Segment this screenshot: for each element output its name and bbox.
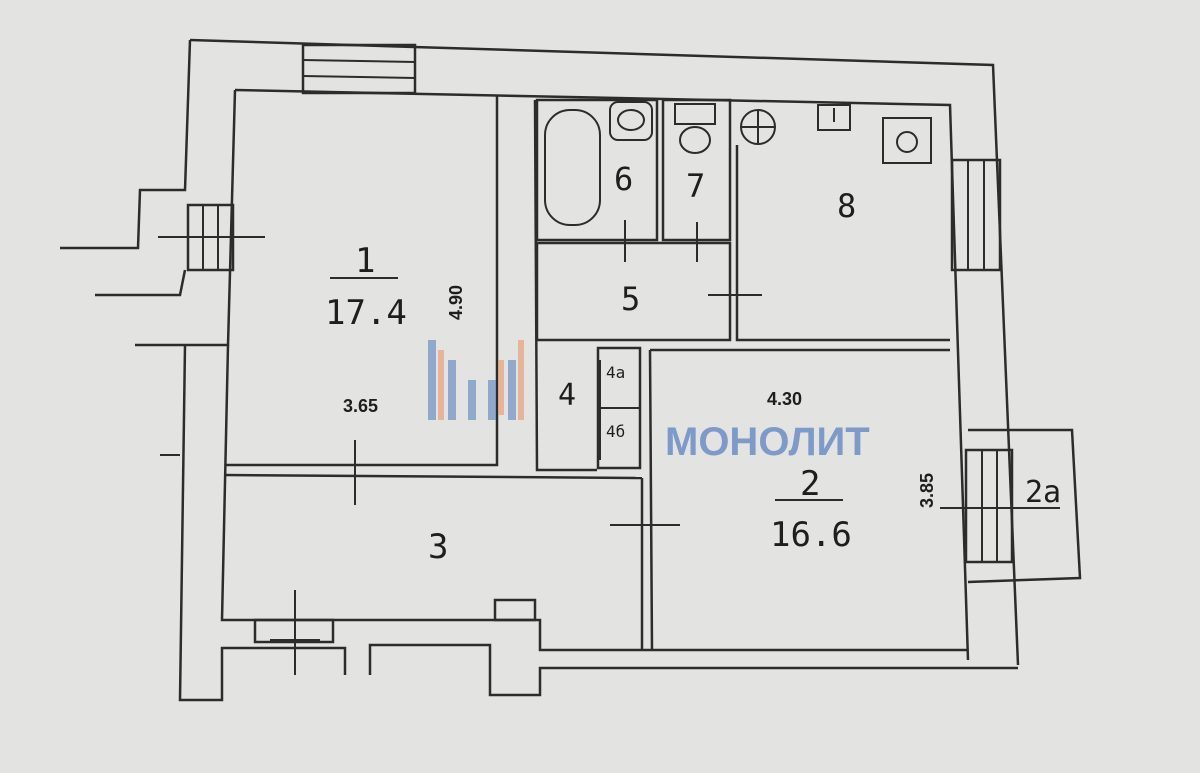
watermark-text: МОНОЛИТ bbox=[665, 420, 870, 464]
room-number: 2 bbox=[800, 464, 820, 504]
interior-walls bbox=[224, 95, 950, 651]
room-4a-number: 4а bbox=[606, 363, 625, 382]
room-number: 1 bbox=[355, 241, 375, 281]
sink-icon bbox=[609, 101, 653, 141]
room-length: 4.30 bbox=[767, 389, 802, 409]
room-2: 2 16.6 4.30 3.85 bbox=[767, 389, 937, 555]
room-area: 16.6 bbox=[770, 515, 852, 555]
room-1: 1 17.4 4.90 3.65 bbox=[325, 241, 466, 416]
room-width: 3.65 bbox=[343, 396, 378, 416]
room-4-number: 4 bbox=[558, 378, 576, 413]
balcony bbox=[940, 428, 1082, 584]
room-width: 3.85 bbox=[917, 473, 937, 508]
room-length: 4.90 bbox=[446, 285, 466, 320]
bathtub-icon bbox=[544, 109, 601, 226]
room-area: 17.4 bbox=[325, 293, 407, 333]
kitchen-sink-icon bbox=[817, 104, 851, 131]
room-4b-number: 4б bbox=[606, 422, 625, 441]
watermark-logo: МОНОЛИТ bbox=[428, 340, 870, 464]
room-3-number: 3 bbox=[428, 527, 448, 567]
toilet-icon bbox=[674, 103, 716, 154]
door-marks bbox=[270, 220, 762, 675]
room-7-number: 7 bbox=[686, 167, 705, 205]
drain-icon bbox=[740, 109, 776, 145]
room-8-number: 8 bbox=[837, 187, 856, 225]
outer-walls bbox=[60, 38, 1020, 702]
room-2a-number: 2а bbox=[1025, 475, 1061, 510]
room-5-number: 5 bbox=[621, 280, 640, 318]
stove-icon bbox=[882, 117, 932, 164]
room-6-number: 6 bbox=[614, 160, 633, 198]
